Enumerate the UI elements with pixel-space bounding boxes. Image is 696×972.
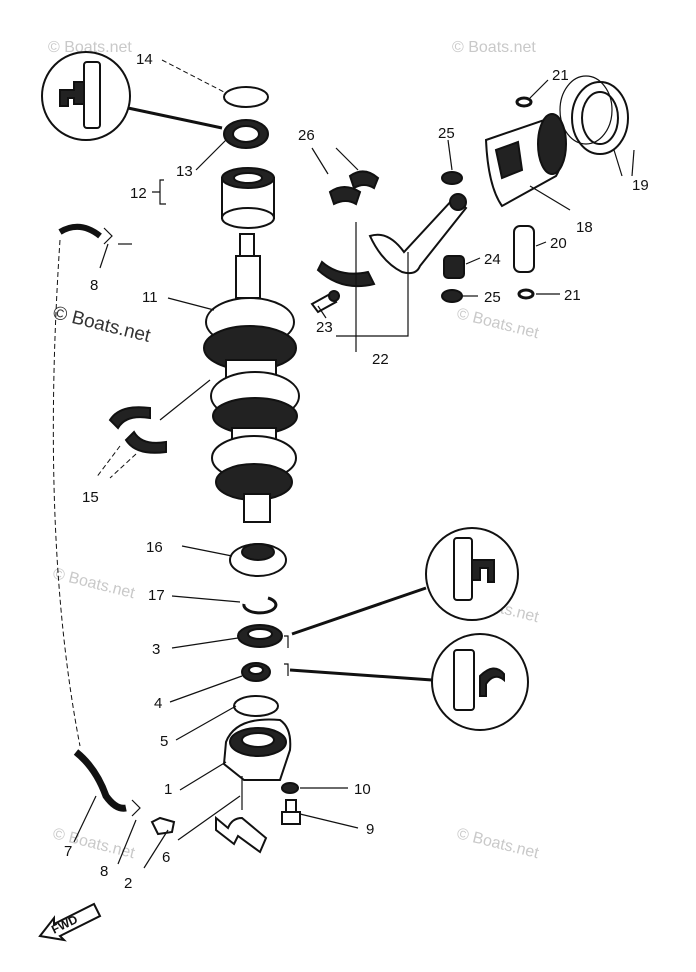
clamp-8-top (103, 227, 132, 245)
callout-16: 16 (146, 539, 163, 556)
washer-25-top (441, 171, 463, 185)
callout-19: 19 (632, 177, 649, 194)
callout-3: 3 (152, 641, 160, 658)
o-ring-14 (223, 86, 269, 108)
watermark: © Boats.net (51, 302, 153, 347)
callout-2: 2 (124, 875, 132, 892)
callout-5: 5 (160, 733, 168, 750)
leader-lines (73, 59, 635, 869)
callout-25-top: 25 (438, 125, 455, 142)
watermark: © Boats.net (452, 39, 536, 56)
fitting-2 (150, 816, 176, 836)
callout-24: 24 (484, 251, 501, 268)
oil-seal-4 (241, 662, 271, 682)
callout-8-bottom: 8 (100, 863, 108, 880)
fwd-arrow: FWD (38, 902, 102, 942)
callout-4: 4 (154, 695, 162, 712)
callout-10: 10 (354, 781, 371, 798)
bearing-halves-26 (311, 147, 380, 206)
callout-6: 6 (162, 849, 170, 866)
snap-ring-17 (242, 596, 278, 615)
callout-21-bottom: 21 (564, 287, 581, 304)
piston-pin-20 (513, 225, 535, 273)
crankshaft-11 (203, 233, 300, 523)
callout-21-top: 21 (552, 67, 569, 84)
detail-circle-top (41, 51, 223, 141)
callout-12: 12 (130, 185, 147, 202)
oil-seal-13 (223, 119, 269, 149)
clip-21-top (515, 96, 533, 108)
bolt-9 (281, 799, 301, 825)
bearing-12 (221, 167, 275, 229)
callout-8-top: 8 (90, 277, 98, 294)
bracket-6 (215, 815, 268, 854)
watermark: © Boats.net (455, 825, 541, 862)
watermark: © Boats.net (48, 39, 132, 56)
callout-18: 18 (576, 219, 593, 236)
bearing-16 (229, 543, 287, 577)
hose-7 (52, 223, 127, 812)
washer-25-bottom (441, 289, 463, 303)
callout-23: 23 (316, 319, 333, 336)
piston-rings-19 (559, 75, 629, 155)
watermark: © Boats.net (455, 305, 541, 342)
bearing-halves-15 (95, 406, 167, 479)
callout-7: 7 (64, 843, 72, 860)
watermark: © Boats.net (51, 565, 137, 602)
piston-18 (484, 113, 567, 208)
callout-25-bottom: 25 (484, 289, 501, 306)
o-ring-5 (233, 695, 279, 717)
detail-circle-mid (291, 527, 519, 636)
callout-17: 17 (148, 587, 165, 604)
connecting-rod (316, 193, 468, 288)
detail-circle-low (289, 633, 529, 731)
callout-11: 11 (142, 289, 158, 306)
washer-10 (281, 782, 299, 794)
clamp-8-bottom (131, 799, 141, 817)
callout-13: 13 (176, 163, 193, 180)
callout-26: 26 (298, 127, 315, 144)
oil-seal-3 (237, 624, 283, 648)
callout-22: 22 (372, 351, 389, 368)
callout-14: 14 (136, 51, 153, 68)
callout-9: 9 (366, 821, 374, 838)
clip-21-bottom (517, 288, 535, 300)
callout-20: 20 (550, 235, 567, 252)
bolt-23 (310, 290, 340, 314)
needle-bearing-24 (443, 255, 465, 279)
callout-1: 1 (164, 781, 172, 798)
housing-1 (222, 718, 292, 781)
callout-15: 15 (82, 489, 99, 506)
callouts: 14 13 12 8 11 15 16 17 3 4 5 1 10 9 6 7 … (64, 51, 649, 892)
